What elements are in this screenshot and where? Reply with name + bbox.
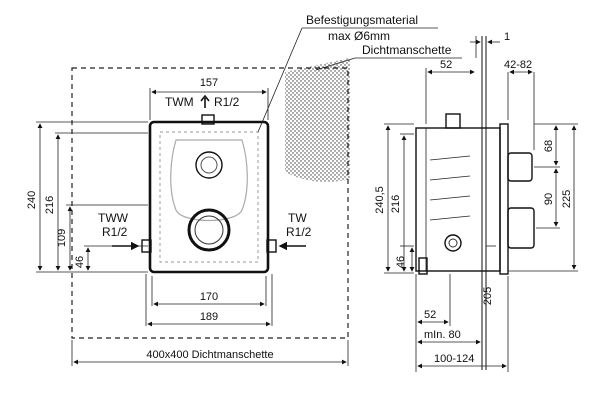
sealing-collar-label: Dichtmanschette <box>362 43 452 57</box>
side-dim-min-80-label: mIn. 80 <box>424 329 461 341</box>
callouts: Befestigungsmaterial max Ø6mm Dichtmansc… <box>257 13 462 133</box>
side-dim-225-label: 225 <box>561 190 573 208</box>
side-top-stub <box>445 113 461 129</box>
side-bottom-stub <box>418 257 428 275</box>
mounting-leader <box>257 27 303 133</box>
max-diameter-label: max Ø6mm <box>328 29 390 43</box>
dim-1-label: 1 <box>504 31 510 43</box>
side-fitting-icon <box>444 234 462 252</box>
side-dim-46-label: 46 <box>395 256 407 268</box>
dim-216-label: 216 <box>44 196 56 214</box>
dim-157-label: 157 <box>200 77 218 89</box>
front-view: 157 TWM R1/2 240 216 109 46 TWW R1/2 TW … <box>26 58 350 366</box>
side-view: 1 52 42-82 240,5 <box>374 31 578 372</box>
top-inlet-stub <box>201 114 215 125</box>
dim-189-label: 189 <box>200 311 218 323</box>
dim-42-82-label: 42-82 <box>504 59 532 71</box>
right-inlet-stub <box>266 239 277 253</box>
gauge-icon <box>195 151 223 179</box>
side-fitting-inner <box>448 238 458 248</box>
collar-size-label: 400x400 Dichtmanschette <box>146 349 273 361</box>
side-fin-4 <box>429 215 471 221</box>
side-dim-68-label: 68 <box>543 140 555 152</box>
side-dim-205-label: 205 <box>482 287 494 305</box>
housing-inner-outline <box>159 131 259 263</box>
side-dim-90-label: 90 <box>543 193 555 205</box>
twm-arrow-icon <box>200 94 210 108</box>
housing-box <box>148 120 270 274</box>
wall-hatching <box>285 58 350 182</box>
dim-46-label: 46 <box>74 256 86 268</box>
dim-170-label: 170 <box>200 291 218 303</box>
cartridge-outline <box>170 139 248 222</box>
side-front-plate <box>499 123 509 275</box>
side-dim-52-bottom-label: 52 <box>424 309 436 321</box>
tww-thread: R1/2 <box>102 225 128 239</box>
side-fin-1 <box>429 155 471 161</box>
dim-109-label: 109 <box>56 229 68 247</box>
side-fin-2 <box>429 175 471 181</box>
twm-thread: R1/2 <box>214 95 240 109</box>
mounting-material-label: Befestigungsmaterial <box>306 13 418 27</box>
tww-label: TWW <box>98 211 129 225</box>
sealing-collar-outline <box>71 67 349 339</box>
side-dim-240-5-label: 240,5 <box>374 186 386 214</box>
twm-label: TWM <box>165 95 194 109</box>
side-dim-216-label: 216 <box>390 195 402 213</box>
tw-label: TW <box>288 211 307 225</box>
side-upper-knob <box>507 152 533 182</box>
valve-knob-inner <box>194 215 224 245</box>
dim-240-label: 240 <box>26 191 38 209</box>
dim-52-top-label: 52 <box>440 59 452 71</box>
gauge-inner <box>200 156 218 174</box>
tw-thread: R1/2 <box>286 225 312 239</box>
side-dim-100-124-label: 100-124 <box>434 353 474 365</box>
side-fin-3 <box>429 195 471 201</box>
side-lower-knob <box>507 207 535 249</box>
sealing-collar-leader <box>315 57 356 71</box>
valve-knob-icon <box>187 208 231 252</box>
